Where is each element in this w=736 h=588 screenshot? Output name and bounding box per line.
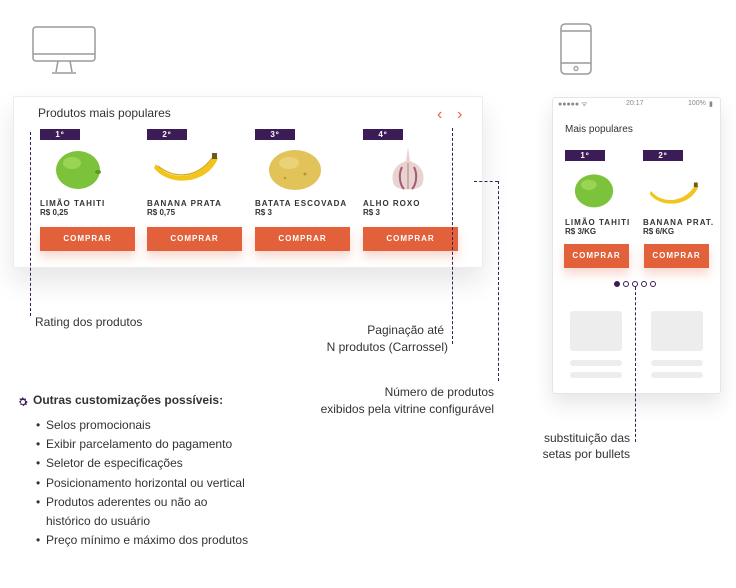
lime-icon [56,151,101,189]
product-price: R$ 3/KG [565,227,597,236]
buy-button[interactable]: COMPRAR [147,227,242,251]
list-item: Exibir parcelamento do pagamento [36,435,248,454]
pagination-bullet[interactable] [623,281,629,287]
desktop-monitor-icon [32,26,96,74]
pagination-annotation-line1: Paginação até [367,323,444,337]
rank-badge: 2º [147,129,187,140]
rank-badge: 3º [255,129,295,140]
list-item: Produtos aderentes ou não ao [36,493,248,512]
count-annotation-line2: exibidos pela vitrine configurável [320,402,494,416]
lime-icon [574,174,614,208]
list-item: Preço mínimo e máximo dos produtos [36,531,248,550]
next-arrow-button[interactable]: › [457,106,463,123]
skeleton-line [651,372,703,378]
product-name: BANANA PRATA [147,199,222,208]
list-item: Selos promocionais [36,416,248,435]
pagination-annotation-line2: N produtos (Carrossel) [326,340,448,354]
gear-icon [19,397,28,406]
product-name: BANANA PRAT. [643,218,715,227]
rating-connector [30,132,31,316]
garlic-icon [392,147,424,190]
skeleton-line [651,360,703,366]
pagination-bullet[interactable] [632,281,638,287]
buy-button[interactable]: COMPRAR [255,227,350,251]
banana-icon [649,182,699,204]
product-price: R$ 6/KG [643,227,675,236]
pagination-bullet[interactable] [650,281,656,287]
battery-icon: ▮ [709,101,713,108]
prev-arrow-button[interactable]: ‹ [437,106,443,123]
product-price: R$ 3 [363,208,380,217]
product-price: R$ 0,75 [147,208,176,217]
desktop-showcase-title: Produtos mais populares [38,106,171,120]
pagination-bullet-active[interactable] [614,281,620,287]
product-name: BATATA ESCOVADA [255,199,348,208]
count-connector [474,181,498,182]
status-battery: 100% [688,100,706,107]
customizations-list: Selos promocionais Exibir parcelamento d… [36,416,248,551]
pagination-connector [452,128,453,344]
bullets-annotation-line1: substituição das [543,431,630,445]
product-name: ALHO ROXO [363,199,421,208]
product-name: LIMÃO TAHITI [40,199,106,208]
product-price: R$ 0,25 [40,208,69,217]
product-name: LIMÃO TAHITI [565,218,631,227]
skeleton-image [570,311,622,351]
list-item: Seletor de especificações [36,454,248,473]
list-item: histórico do usuário [46,514,151,529]
potato-icon [269,150,321,190]
mobile-showcase-title: Mais populares [565,124,633,135]
skeleton-line [570,372,622,378]
rank-badge: 2º [643,150,683,161]
signal-icon: ●●●●● ᯤ [558,101,588,108]
pagination-bullet[interactable] [641,281,647,287]
buy-button[interactable]: COMPRAR [40,227,135,251]
buy-button[interactable]: COMPRAR [564,244,629,268]
status-time: 20:17 [626,100,644,107]
list-item: Posicionamento horizontal ou vertical [36,474,248,493]
buy-button[interactable]: COMPRAR [644,244,709,268]
product-price: R$ 3 [255,208,272,217]
rank-badge: 4º [363,129,403,140]
bullets-annotation-line2: setas por bullets [542,447,630,461]
skeleton-line [570,360,622,366]
buy-button[interactable]: COMPRAR [363,227,458,251]
rank-badge: 1º [40,129,80,140]
banana-icon [154,153,218,181]
rank-badge: 1º [565,150,605,161]
rating-annotation: Rating dos produtos [35,315,143,329]
smartphone-icon [560,23,592,75]
bullets-connector [635,287,636,442]
customizations-title: Outras customizações possíveis: [33,393,224,407]
count-annotation-line1: Número de produtos [384,385,494,399]
skeleton-image [651,311,703,351]
count-connector-vertical [498,181,499,381]
